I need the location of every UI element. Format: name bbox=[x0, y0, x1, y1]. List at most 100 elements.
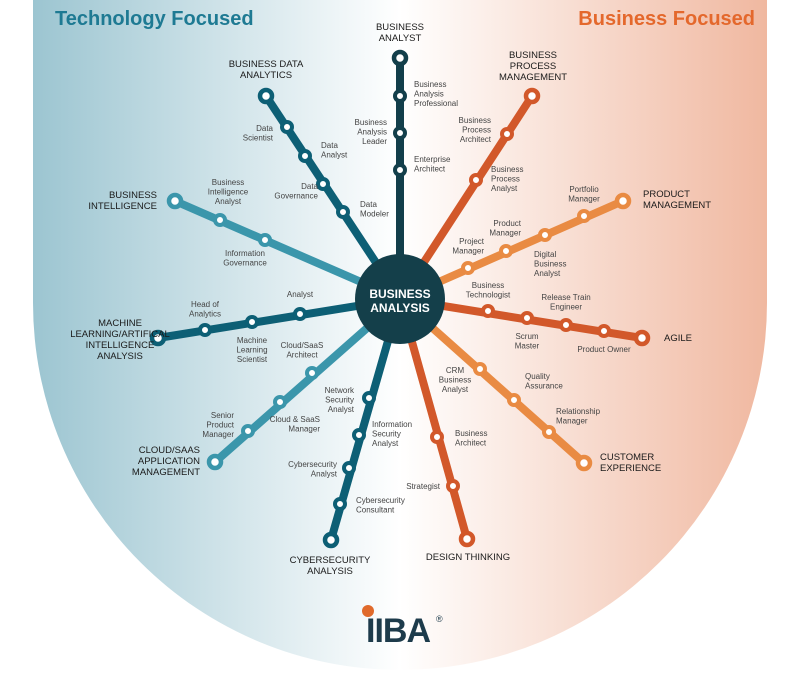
path-end-node bbox=[391, 49, 409, 67]
role-node bbox=[293, 307, 307, 321]
role-node bbox=[316, 177, 330, 191]
path-end-node bbox=[322, 531, 340, 549]
role-node bbox=[245, 315, 259, 329]
role-node bbox=[333, 497, 347, 511]
path-end-node bbox=[257, 87, 275, 105]
role-node bbox=[305, 366, 319, 380]
path-end-node bbox=[633, 329, 651, 347]
role-node bbox=[336, 205, 350, 219]
technology-focused-heading: Technology Focused bbox=[55, 8, 254, 30]
role-node bbox=[461, 261, 475, 275]
logo-wordmark: IIBA bbox=[366, 612, 430, 650]
role-node bbox=[198, 323, 212, 337]
logo-registered-mark: ® bbox=[436, 614, 443, 624]
role-node bbox=[393, 126, 407, 140]
role-node bbox=[542, 425, 556, 439]
iiba-logo: IIBA ® bbox=[362, 605, 443, 650]
role-node bbox=[469, 173, 483, 187]
role-node bbox=[446, 479, 460, 493]
role-node bbox=[273, 395, 287, 409]
center-node: BUSINESS ANALYSIS bbox=[355, 254, 445, 344]
role-node bbox=[393, 89, 407, 103]
role-label: Strategist bbox=[406, 482, 441, 491]
path-title: DESIGN THINKING bbox=[426, 552, 510, 563]
role-node bbox=[258, 233, 272, 247]
path-end-node bbox=[458, 530, 476, 548]
role-label: Analyst bbox=[287, 290, 314, 299]
role-node bbox=[393, 163, 407, 177]
path-end-node bbox=[614, 192, 632, 210]
role-node bbox=[520, 311, 534, 325]
role-node bbox=[597, 324, 611, 338]
role-node bbox=[507, 393, 521, 407]
role-node bbox=[362, 391, 376, 405]
role-node bbox=[559, 318, 573, 332]
role-node bbox=[280, 120, 294, 134]
role-label: Product Owner bbox=[577, 345, 631, 354]
role-node bbox=[213, 213, 227, 227]
center-label-line1: BUSINESS bbox=[369, 287, 430, 301]
role-node bbox=[577, 209, 591, 223]
role-node bbox=[241, 424, 255, 438]
role-node bbox=[342, 461, 356, 475]
path-end-node bbox=[523, 87, 541, 105]
role-node bbox=[538, 228, 552, 242]
role-node bbox=[473, 362, 487, 376]
role-node bbox=[500, 127, 514, 141]
path-end-node bbox=[149, 329, 167, 347]
logo-dot bbox=[362, 605, 374, 617]
role-node bbox=[430, 430, 444, 444]
path-end-node bbox=[575, 454, 593, 472]
role-node bbox=[298, 149, 312, 163]
path-title: AGILE bbox=[664, 333, 692, 344]
path-end-node bbox=[206, 453, 224, 471]
role-node bbox=[481, 304, 495, 318]
business-focused-heading: Business Focused bbox=[578, 8, 755, 30]
role-node bbox=[352, 428, 366, 442]
center-label-line2: ANALYSIS bbox=[370, 301, 430, 315]
